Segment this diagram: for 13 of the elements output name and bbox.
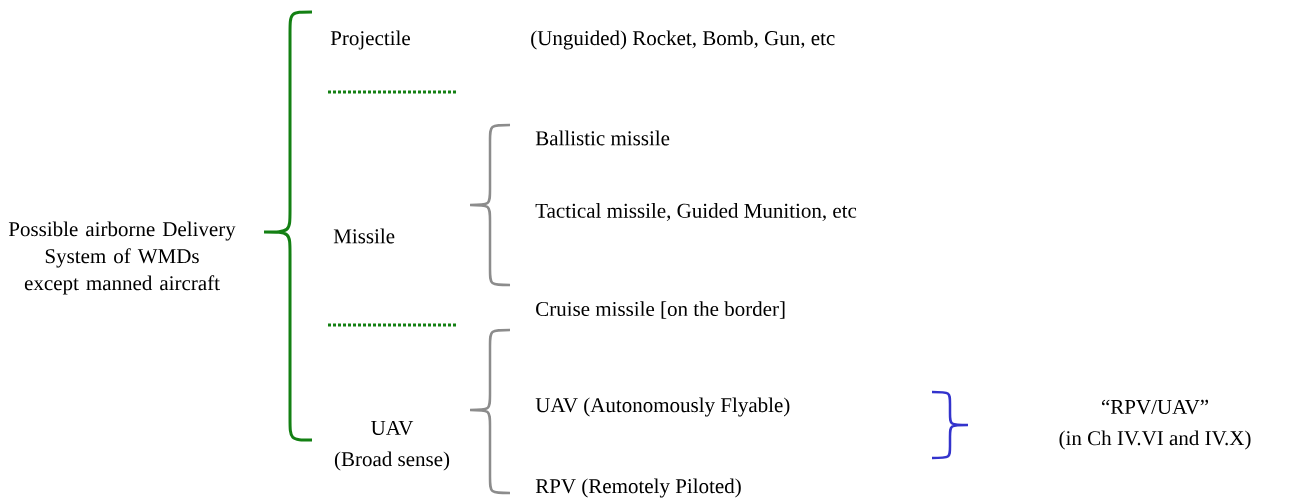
item-label: Ballistic missile	[535, 130, 670, 146]
item-label: RPV (Remotely Piloted)	[535, 478, 741, 498]
group-label: (in Ch IV.VI and IV.X)	[1059, 430, 1251, 450]
item-label: Tactical missile, Guided Munition, etc	[535, 203, 857, 221]
group-label: “RPV/UAV”	[1101, 399, 1209, 415]
heading-text: Possible airborne Delivery System of WMDs except manned aircraft	[8, 221, 236, 295]
category-label: Projectile	[330, 30, 410, 50]
item-label: Cruise missile [on the border]	[536, 301, 785, 319]
category-label: UAV	[371, 420, 414, 436]
item-label: UAV (Autonomously Flyable)	[535, 397, 790, 417]
category-label: (Broad sense)	[334, 451, 450, 471]
item-label: (Unguided) Rocket, Bomb, Gun, etc	[531, 30, 835, 50]
category-label: Missile	[333, 228, 395, 244]
